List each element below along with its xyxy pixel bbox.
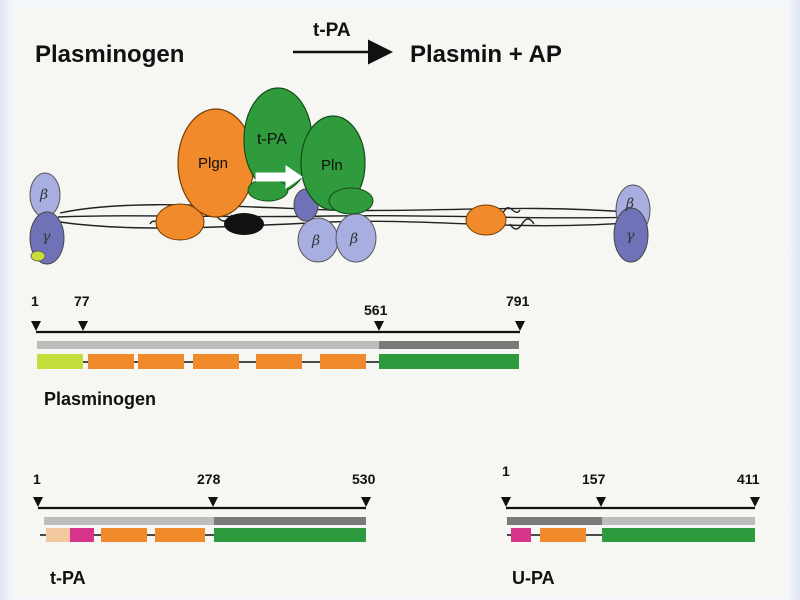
map-upa: 1 157 411 U-PA — [501, 463, 760, 588]
tick-label: 791 — [506, 293, 530, 309]
black-blob — [224, 213, 264, 235]
map-plasminogen: 1 77 561 791 Plasminogen — [31, 293, 530, 409]
heavy-chain-bar — [507, 517, 602, 525]
kringle-2 — [155, 528, 205, 542]
tick-marker — [374, 321, 384, 331]
reaction-substrate: Plasminogen — [35, 41, 184, 68]
map-tpa: 1 278 530 t-PA — [33, 471, 376, 588]
tick-label: 278 — [197, 471, 221, 487]
tick-marker — [78, 321, 88, 331]
egf-domain — [511, 528, 531, 542]
protease-domain — [379, 354, 519, 369]
tick-label: 411 — [737, 471, 760, 487]
reaction-product: Plasmin + AP — [410, 41, 562, 68]
gamma-knob-left — [30, 250, 46, 262]
tick-marker — [33, 497, 43, 507]
light-chain-top-bar — [214, 517, 366, 525]
kringle-1 — [88, 354, 134, 369]
pan-domain — [37, 354, 83, 369]
tick-marker — [750, 497, 760, 507]
tick-label: 1 — [31, 293, 39, 309]
tick-marker — [501, 497, 511, 507]
kringle-3 — [193, 354, 239, 369]
tick-label: 1 — [33, 471, 41, 487]
kringle-1 — [101, 528, 147, 542]
heavy-chain-bar — [44, 517, 214, 525]
tick-label: 1 — [502, 463, 510, 479]
pln-ellipse — [300, 115, 366, 211]
protease-domain — [214, 528, 366, 542]
protease-domain — [602, 528, 755, 542]
conversion-arrow-icon — [255, 165, 303, 189]
tick-label: 530 — [352, 471, 376, 487]
fibrin-illustration: β γ β γ β β Plgn t-PA Pln — [29, 87, 651, 265]
tick-marker — [31, 321, 41, 331]
tick-marker — [596, 497, 606, 507]
plasminogen-kringle-right — [465, 204, 507, 236]
beta-label-right: β — [625, 196, 634, 212]
light-chain-top-bar — [602, 517, 755, 525]
figure-panel — [16, 8, 786, 596]
heavy-chain-bar — [37, 341, 379, 349]
tpa-lower-lobe — [247, 178, 289, 202]
gamma-label-right: γ — [626, 228, 635, 244]
finger-domain — [46, 528, 70, 542]
beta-label-center-1: β — [311, 233, 320, 249]
kringle-2 — [138, 354, 184, 369]
kringle-1 — [540, 528, 586, 542]
map-title-tpa: t-PA — [50, 568, 86, 588]
beta-label-left: β — [39, 187, 48, 203]
map-title-plasminogen: Plasminogen — [44, 389, 156, 409]
plgn-label: Plgn — [198, 155, 228, 172]
tpa-label: t-PA — [257, 131, 287, 148]
tick-marker — [515, 321, 525, 331]
pln-lower-lobe — [328, 187, 374, 215]
map-title-upa: U-PA — [512, 568, 555, 588]
tick-label: 77 — [74, 293, 90, 309]
tick-marker — [361, 497, 371, 507]
plasminogen-kringle-left — [155, 203, 205, 241]
gamma-label-left: γ — [42, 229, 51, 245]
beta-label-center-2: β — [349, 231, 358, 247]
pln-label: Pln — [321, 157, 343, 174]
light-chain-top-bar — [379, 341, 519, 349]
d-domain-gamma-right — [613, 207, 649, 263]
kringle-5 — [320, 354, 366, 369]
kringle-4 — [256, 354, 302, 369]
egf-domain — [70, 528, 94, 542]
tick-label: 561 — [364, 302, 388, 318]
tick-label: 157 — [582, 471, 606, 487]
tick-marker — [208, 497, 218, 507]
reaction-enzyme: t-PA — [313, 20, 351, 41]
